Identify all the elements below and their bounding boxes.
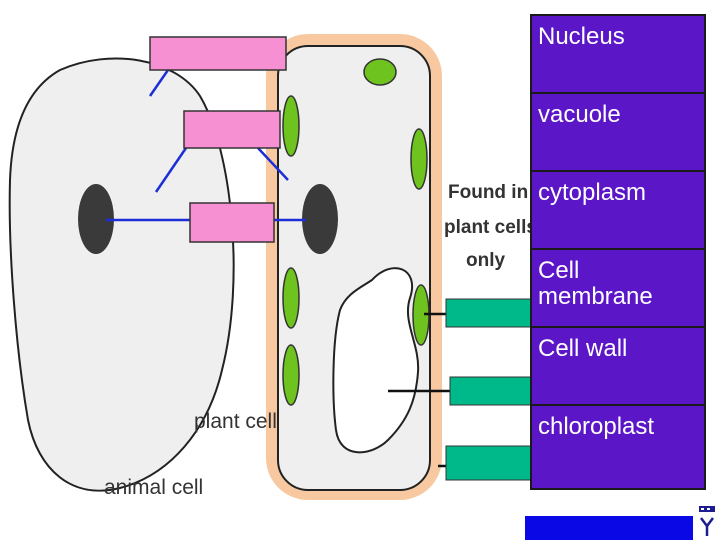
pointer-line xyxy=(154,147,188,193)
pointer-lines xyxy=(106,69,306,222)
answer-card-chloroplast[interactable]: chloroplast xyxy=(538,413,655,440)
animal-cell-body xyxy=(8,57,235,492)
blank-label-box[interactable] xyxy=(183,110,281,149)
chloroplast xyxy=(282,344,300,406)
found-in-plant-line-2: plant cells xyxy=(444,217,537,238)
school-logo-icon xyxy=(695,504,720,540)
chloroplast xyxy=(410,128,428,190)
animal-nucleus xyxy=(78,184,114,254)
blank-label-box[interactable] xyxy=(445,445,533,481)
blank-label-box[interactable] xyxy=(189,202,275,243)
answer-card-nucleus[interactable]: Nucleus xyxy=(532,16,704,94)
pointer-line xyxy=(148,69,170,97)
pointer-line xyxy=(257,147,289,181)
black-pointer-lines xyxy=(388,312,450,468)
plant-nucleus xyxy=(302,184,338,254)
bottom-blue-bar xyxy=(525,516,693,540)
chloroplast xyxy=(282,267,300,329)
chloroplast xyxy=(282,95,300,157)
answer-card-vacuole[interactable]: vacuole xyxy=(532,94,704,172)
animal-cell-caption: animal cell xyxy=(104,476,203,499)
blank-label-box[interactable] xyxy=(449,376,533,406)
blank-label-box[interactable] xyxy=(149,36,287,71)
found-in-plant-line-1: Found in xyxy=(448,182,528,203)
answer-options-panel: Nucleus vacuole cytoplasm Cell membrane … xyxy=(530,14,706,490)
answer-card-cell-wall[interactable]: Cell wall xyxy=(532,328,704,406)
answer-card-cell-membrane[interactable]: Cell membrane xyxy=(532,250,704,328)
chloroplast xyxy=(363,58,397,86)
blank-label-box[interactable] xyxy=(445,298,533,328)
plant-cell-caption: plant cell xyxy=(194,410,277,433)
answer-card-cytoplasm[interactable]: cytoplasm xyxy=(532,172,704,250)
plant-vacuole xyxy=(332,267,420,454)
found-in-plant-line-3: only xyxy=(466,250,505,271)
